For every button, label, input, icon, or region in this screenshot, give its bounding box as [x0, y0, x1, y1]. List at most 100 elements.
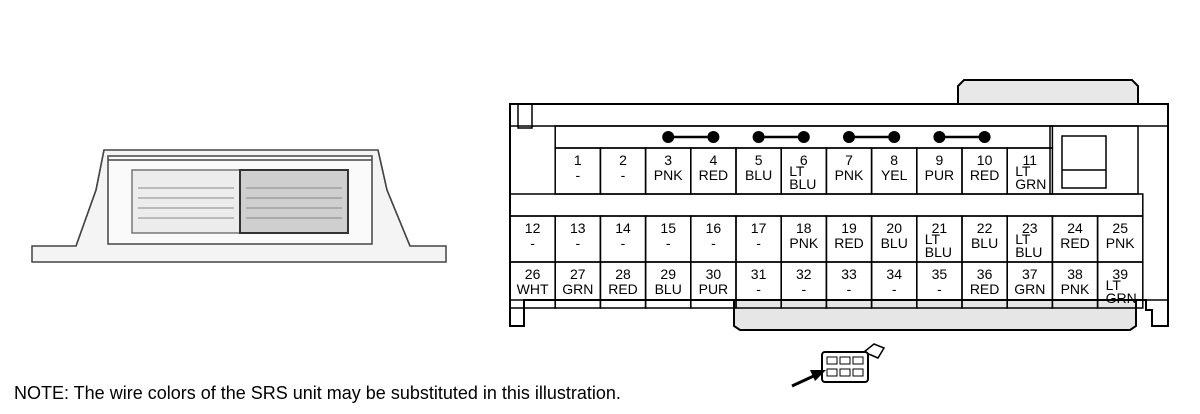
wire-color: WHT — [517, 281, 549, 297]
wire-color: RED — [834, 235, 864, 251]
terminal-number: 30 — [706, 266, 722, 282]
wire-color: - — [575, 167, 580, 183]
wire-color: PUR — [925, 167, 955, 183]
terminal-number: 11 — [1023, 152, 1038, 168]
wire-color: - — [937, 281, 942, 297]
srs-unit-illustration — [31, 149, 447, 263]
terminal-number: 4 — [710, 152, 718, 168]
terminal-number: 3 — [664, 152, 672, 168]
terminal-number: 36 — [977, 266, 993, 282]
wire-color: - — [530, 235, 535, 251]
wire-color-note: NOTE: The wire colors of the SRS unit ma… — [14, 383, 621, 403]
wire-color: - — [711, 235, 716, 251]
wire-color: RED — [608, 281, 638, 297]
wire-color: PNK — [835, 167, 864, 183]
arrow-icon — [791, 370, 826, 388]
terminal-number: 20 — [886, 220, 902, 236]
shorting-bar-9-10 — [933, 131, 991, 143]
wire-color: PNK — [1061, 281, 1090, 297]
wire-color: PUR — [699, 281, 729, 297]
wire-color: - — [801, 281, 806, 297]
wire-color: PNK — [654, 167, 683, 183]
terminal-number: 38 — [1067, 266, 1083, 282]
terminal-number: 18 — [796, 220, 812, 236]
wire-color: - — [892, 281, 897, 297]
terminal-number: 34 — [886, 266, 902, 282]
terminal-number: 14 — [615, 220, 631, 236]
terminal-number: 10 — [977, 152, 993, 168]
terminal-number: 26 — [525, 266, 541, 282]
terminal-number: 33 — [841, 266, 857, 282]
terminal-number: 1 — [574, 152, 582, 168]
terminal-number: 22 — [977, 220, 993, 236]
terminal-number: 24 — [1067, 220, 1083, 236]
terminal-number: 8 — [890, 152, 898, 168]
wire-color: RED — [699, 167, 729, 183]
terminal-number: 9 — [936, 152, 944, 168]
wire-color: BLU — [655, 281, 682, 297]
terminal-number: 5 — [755, 152, 763, 168]
wire-color: RED — [970, 167, 1000, 183]
wire-color: - — [847, 281, 852, 297]
wire-color: YEL — [881, 167, 908, 183]
terminal-cell — [1096, 261, 1144, 309]
terminal-number: 29 — [660, 266, 676, 282]
terminal-number: 31 — [751, 266, 767, 282]
terminal-number: 7 — [845, 152, 853, 168]
terminal-number: 39 — [1112, 266, 1128, 282]
shorting-bar-5-6 — [752, 131, 810, 143]
wire-color: - — [756, 281, 761, 297]
wire-color: GRN — [562, 281, 593, 297]
terminal-number: 32 — [796, 266, 812, 282]
wire-color: - — [666, 235, 671, 251]
terminal-number: 12 — [525, 220, 541, 236]
shorting-bar-3-4 — [662, 131, 720, 143]
terminal-number: 2 — [619, 152, 627, 168]
terminal-number: 15 — [660, 220, 676, 236]
wire-color: BLU — [881, 235, 908, 251]
terminal-number: 19 — [841, 220, 857, 236]
mating-connector-icon — [821, 343, 886, 383]
terminal-number: 17 — [751, 220, 767, 236]
terminal-number: 16 — [706, 220, 722, 236]
terminal-32: 32- — [780, 261, 828, 309]
terminal-number: 13 — [570, 220, 586, 236]
terminal-number: 23 — [1022, 220, 1038, 236]
terminal-number: 28 — [615, 266, 631, 282]
wire-color: GRN — [1014, 281, 1045, 297]
wire-color: - — [621, 235, 626, 251]
wire-color: PNK — [1106, 235, 1135, 251]
wire-color: - — [756, 235, 761, 251]
wire-color: - — [575, 235, 580, 251]
terminal-cell — [1006, 147, 1054, 195]
wire-color: - — [621, 167, 626, 183]
terminal-number: 37 — [1022, 266, 1038, 282]
terminal-number: 27 — [570, 266, 586, 282]
terminal-number: 6 — [800, 152, 808, 168]
wire-color: RED — [970, 281, 1000, 297]
terminal-number: 35 — [932, 266, 948, 282]
wire-color: BLU — [971, 235, 998, 251]
wire-color: BLU — [745, 167, 772, 183]
terminal-number: 21 — [932, 220, 948, 236]
shorting-bars — [662, 131, 991, 143]
wire-color: RED — [1060, 235, 1090, 251]
shorting-bar-7-8 — [843, 131, 901, 143]
